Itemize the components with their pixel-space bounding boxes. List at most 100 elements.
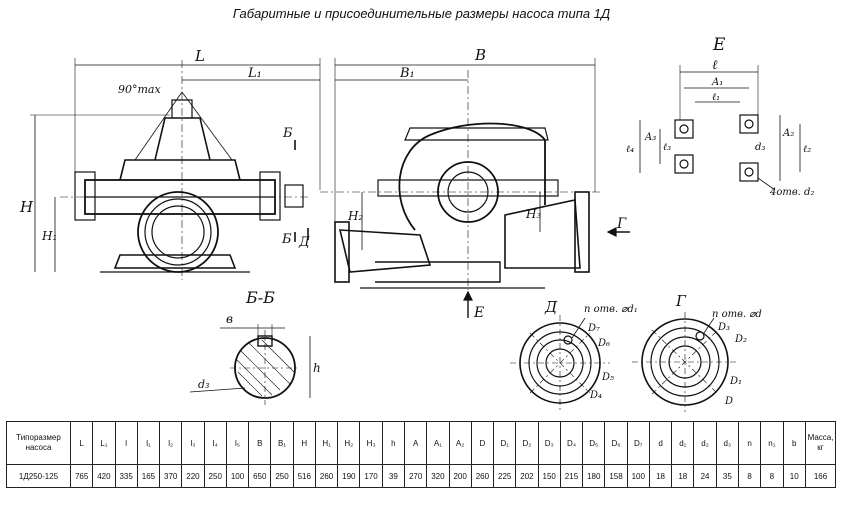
header-cell: H <box>292 421 316 465</box>
header-cell: D₂ <box>515 421 539 465</box>
label-dim-h2: H₂ <box>347 209 363 223</box>
table-row: 1Д250-125 765 420 335 165 370 220 250 10… <box>6 464 836 488</box>
header-cell: H₁ <box>314 421 339 465</box>
label-dim-h3: H₃ <box>525 207 541 221</box>
header-cell: l₄ <box>203 421 227 465</box>
drawing-title: Габаритные и присоединительные размеры н… <box>232 6 611 21</box>
header-cell: L <box>69 421 94 465</box>
flange-d <box>510 315 610 410</box>
header-cell: b <box>782 421 806 465</box>
table-cell: 190 <box>337 464 361 488</box>
label-cut-b-bottom: Б <box>281 232 292 247</box>
header-cell: l₅ <box>225 421 250 465</box>
label-dim-h: H <box>19 198 34 216</box>
label-flange-g-d1: D₁ <box>729 376 742 387</box>
header-cell: D₅ <box>582 421 606 465</box>
label-e-dim-l: ℓ <box>712 58 718 73</box>
header-cell: A <box>403 421 428 465</box>
table-cell: 35 <box>715 464 739 488</box>
dimensions-table: Типоразмер насоса L L₁ l l₁ l₂ l₃ l₄ l₅ … <box>6 421 836 488</box>
label-e-dim-l1: ℓ₁ <box>712 92 720 103</box>
table-cell: 100 <box>626 464 650 488</box>
side-view <box>320 58 630 318</box>
label-flange-d-d4: D₄ <box>589 390 602 401</box>
table-cell: 335 <box>114 464 138 488</box>
label-e-dim-l2: ℓ₂ <box>803 144 811 155</box>
header-cell: B <box>248 421 272 465</box>
label-angle: 90°max <box>118 83 161 96</box>
label-bb-dim-h: h <box>313 361 321 375</box>
header-cell: d₃ <box>715 421 739 465</box>
label-dim-b1: B₁ <box>399 66 415 81</box>
table-cell: 270 <box>403 464 428 488</box>
label-flange-g-title: Г <box>675 292 687 310</box>
label-dim-b: B <box>474 46 486 64</box>
table-cell: 18 <box>671 464 695 488</box>
table-cell: 170 <box>359 464 383 488</box>
header-cell: d₁ <box>671 421 695 465</box>
header-cell: l₁ <box>136 421 161 465</box>
table-cell: 100 <box>225 464 250 488</box>
header-cell: H₃ <box>359 421 383 465</box>
header-cell: h <box>381 421 405 465</box>
label-flange-d-holes: n отв. ⌀d₁ <box>584 304 638 315</box>
table-cell: 180 <box>582 464 606 488</box>
header-cell: H₂ <box>337 421 361 465</box>
header-cell: l₂ <box>159 421 183 465</box>
label-flange-d-title: Д <box>544 298 558 316</box>
header-cell: D₇ <box>626 421 650 465</box>
table-cell: 765 <box>69 464 94 488</box>
label-flange-g-holes: n отв. ⌀d <box>712 309 762 320</box>
table-cell: 225 <box>493 464 517 488</box>
table-cell: 8 <box>737 464 762 488</box>
table-cell: 150 <box>537 464 561 488</box>
table-cell: 24 <box>693 464 717 488</box>
header-cell: D₆ <box>604 421 628 465</box>
label-dim-l1: L₁ <box>247 66 262 81</box>
header-cell: n <box>737 421 762 465</box>
header-cell: B₁ <box>270 421 294 465</box>
label-flange-g-d2: D₂ <box>734 334 747 345</box>
label-flange-g-d: D <box>724 396 733 407</box>
header-cell: n₁ <box>760 421 784 465</box>
label-bb-dim-d3: d₃ <box>198 378 209 391</box>
header-cell: L₁ <box>92 421 116 465</box>
label-e-dim-a2: A₂ <box>782 128 794 139</box>
header-cell: Типоразмер насоса <box>6 421 71 465</box>
table-cell: 516 <box>292 464 316 488</box>
header-cell: A₂ <box>448 421 472 465</box>
table-header-row: Типоразмер насоса L L₁ l l₁ l₂ l₃ l₄ l₅ … <box>6 421 836 465</box>
table-cell: 18 <box>648 464 673 488</box>
label-flange-d-d5: D₅ <box>601 372 614 383</box>
label-dim-l: L <box>194 47 205 65</box>
label-view-e-title: E <box>712 35 726 55</box>
table-cell: 260 <box>314 464 339 488</box>
table-cell: 166 <box>805 464 836 488</box>
label-e-dim-d3: d₃ <box>755 142 765 153</box>
header-cell: l₃ <box>181 421 205 465</box>
table-cell: 420 <box>92 464 116 488</box>
header-cell: D₁ <box>493 421 517 465</box>
label-e-dim-l3: ℓ₃ <box>663 142 671 153</box>
label-section-bb-title: Б-Б <box>245 288 275 307</box>
header-cell: D <box>470 421 495 465</box>
table-cell: 165 <box>136 464 161 488</box>
front-view <box>30 58 321 280</box>
label-dim-h1: H₁ <box>41 229 57 243</box>
table-cell: 202 <box>515 464 539 488</box>
label-bb-dim-b: в <box>226 312 233 326</box>
label-flange-g-d3: D₃ <box>717 322 730 333</box>
table-cell: 10 <box>782 464 806 488</box>
table-cell: 260 <box>470 464 495 488</box>
table-cell: 158 <box>604 464 628 488</box>
table-cell: 370 <box>159 464 183 488</box>
label-arrow-e: E <box>473 305 484 321</box>
table-cell: 220 <box>181 464 205 488</box>
technical-drawing: L L₁ 90°max H H₁ Б Б Д B B₁ H₂ H₃ Г E E … <box>19 35 814 412</box>
table-cell: 200 <box>448 464 472 488</box>
table-cell: 1Д250-125 <box>6 464 71 488</box>
header-cell: D₃ <box>537 421 561 465</box>
view-e <box>639 65 801 191</box>
label-e-dim-a3: A₃ <box>644 132 656 143</box>
label-e-dim-a1: A₁ <box>711 77 723 88</box>
